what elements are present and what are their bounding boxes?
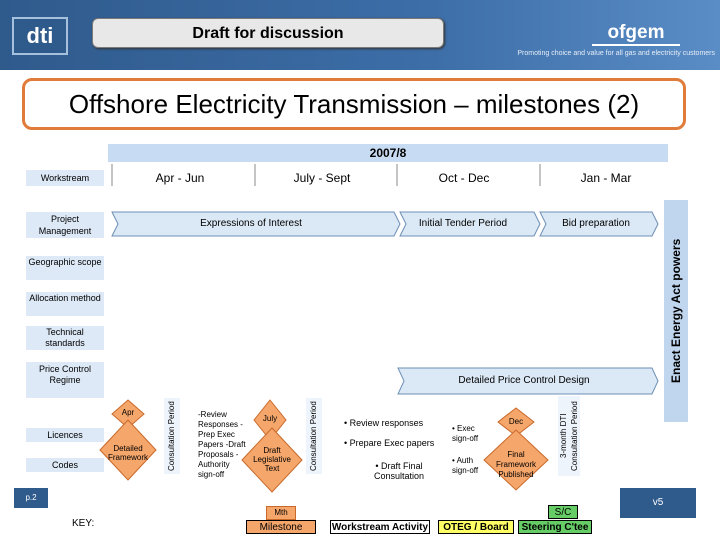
workstream-header: Workstream bbox=[26, 170, 104, 186]
codes-label: Codes bbox=[26, 458, 104, 472]
dti-consultation-period: 3-month DTI Consultation Period bbox=[558, 396, 580, 476]
review-responses: • Review responses bbox=[344, 418, 424, 428]
key-label: KEY: bbox=[72, 518, 95, 529]
q1-header: Apr - Jun bbox=[155, 171, 205, 185]
ofgem-logo: ofgem bbox=[592, 20, 680, 46]
exec-signoff: • Exec sign-off bbox=[452, 424, 479, 443]
key-milestone: Milestone bbox=[246, 520, 316, 534]
bid-preparation: Bid preparation bbox=[562, 218, 630, 229]
prepare-exec-papers: • Prepare Exec papers bbox=[344, 438, 435, 448]
q3-header: Oct - Dec bbox=[438, 171, 490, 185]
year-header: 2007/8 bbox=[108, 144, 668, 162]
initial-tender-period: Initial Tender Period bbox=[418, 218, 508, 229]
tagline: Promoting choice and value for all gas a… bbox=[517, 50, 715, 57]
page-number: p.2 bbox=[14, 488, 48, 508]
q2-header: July - Sept bbox=[293, 171, 351, 185]
draft-label: Draft for discussion bbox=[92, 18, 444, 48]
detailed-framework-label: Detailed Framework bbox=[107, 444, 148, 462]
key-mth: Mth bbox=[266, 506, 296, 520]
price-control-regime-label: Price Control Regime bbox=[26, 362, 104, 398]
expressions-of-interest: Expressions of Interest bbox=[200, 218, 302, 229]
q4-header: Jan - Mar bbox=[580, 171, 632, 185]
key-sc: S/C bbox=[548, 505, 578, 519]
dti-logo: dti bbox=[12, 17, 68, 55]
consultation-period-2: Consultation Period bbox=[306, 398, 322, 474]
july-label: July bbox=[262, 414, 278, 423]
version: v5 bbox=[620, 488, 696, 518]
key-steering-ctee: Steering C'tee bbox=[518, 520, 592, 534]
final-framework-label: Final Framework Published bbox=[495, 450, 536, 479]
technical-standards-label: Technical standards bbox=[26, 326, 104, 350]
project-management-label: Project Management bbox=[26, 212, 104, 238]
consultation-period-1: Consultation Period bbox=[164, 398, 180, 474]
page-title: Offshore Electricity Transmission – mile… bbox=[22, 78, 686, 130]
draft-legislative-milestone bbox=[241, 427, 303, 493]
auth-signoff: • Auth sign-off bbox=[452, 456, 479, 475]
responses-list: -Review Responses -Prep Exec Papers -Dra… bbox=[198, 410, 246, 479]
key-workstream-activity: Workstream Activity bbox=[330, 520, 430, 534]
draft-final-consultation: • Draft Final Consultation bbox=[373, 461, 425, 481]
final-framework-milestone bbox=[483, 429, 549, 491]
detailed-price-control-design: Detailed Price Control Design bbox=[458, 375, 590, 386]
licences-label: Licences bbox=[26, 428, 104, 442]
detailed-framework-milestone bbox=[99, 419, 157, 481]
dec-label: Dec bbox=[508, 417, 524, 426]
key-oteg-board: OTEG / Board bbox=[438, 520, 514, 534]
draft-legislative-label: Draft Legislative Text bbox=[253, 446, 291, 473]
apr-label: Apr bbox=[121, 408, 135, 417]
enact-energy-act-bar: Enact Energy Act powers bbox=[664, 200, 688, 422]
allocation-method-label: Allocation method bbox=[26, 292, 104, 316]
geographic-scope-label: Geographic scope bbox=[26, 256, 104, 280]
